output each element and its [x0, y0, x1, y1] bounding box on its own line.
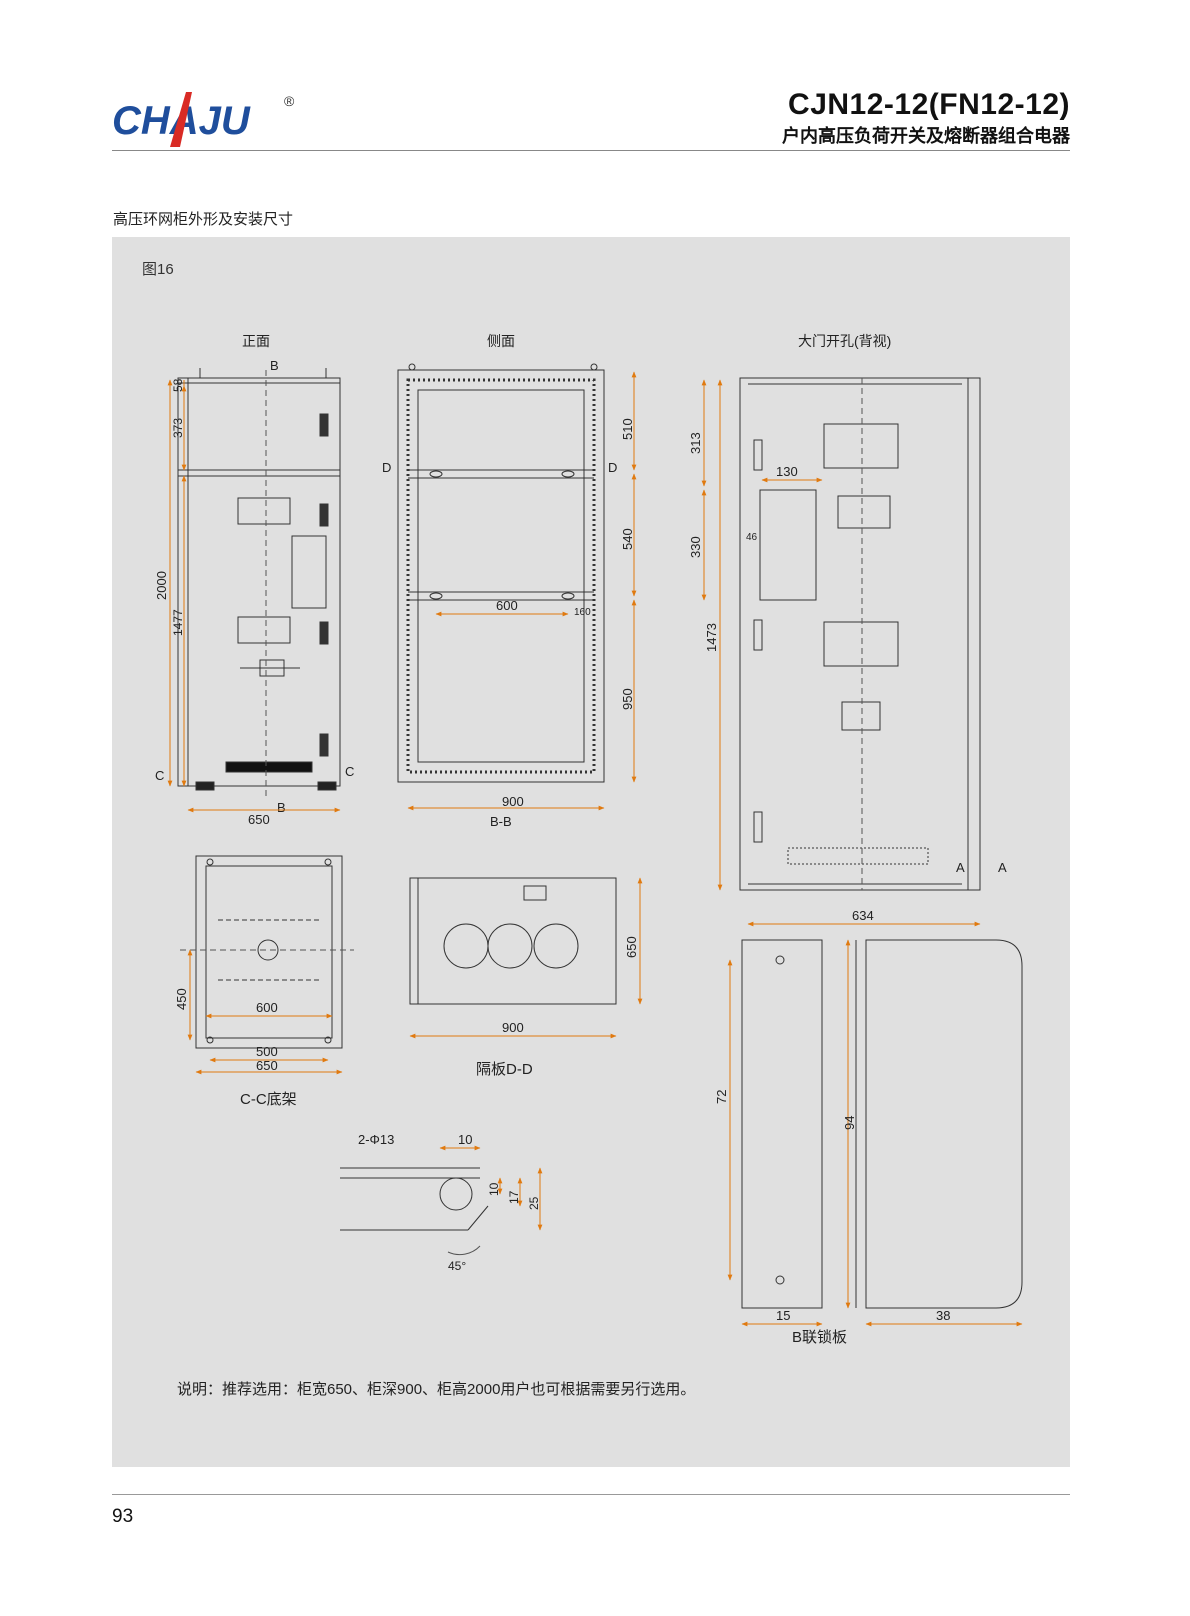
base-500: 500 [256, 1044, 278, 1059]
detail-holes: 2-Φ13 [358, 1132, 394, 1147]
technical-drawing: 正面 B B C C [154, 333, 1023, 1346]
interlock-38: 38 [936, 1308, 950, 1323]
side-160: 160 [574, 607, 591, 618]
front-view-label: 正面 [242, 333, 270, 349]
note-text: 说明：推荐选用：柜宽650、柜深900、柜高2000用户也可根据需要另行选用。 [177, 1381, 696, 1398]
page-number: 93 [112, 1506, 134, 1527]
model-title: CJN12-12(FN12-12) [788, 88, 1070, 121]
section-marker-a-left: A [956, 860, 965, 875]
section-marker-c-left: C [155, 768, 164, 783]
side-540: 540 [620, 528, 635, 550]
interlock-94: 94 [842, 1116, 857, 1130]
interlock-15: 15 [776, 1308, 790, 1323]
interlock-72: 72 [714, 1090, 729, 1104]
detail-10-top: 10 [458, 1132, 472, 1147]
door-313: 313 [688, 432, 703, 454]
partition-900: 900 [502, 1020, 524, 1035]
detail-17: 17 [507, 1190, 521, 1204]
base-view-label: C-C底架 [240, 1091, 297, 1108]
section-marker-a-right: A [998, 860, 1007, 875]
door-1473: 1473 [704, 623, 719, 652]
detail-angle: 45° [448, 1259, 466, 1273]
side-depth-900: 900 [502, 794, 524, 809]
door-634: 634 [852, 908, 874, 923]
side-600: 600 [496, 598, 518, 613]
section-title: 高压环网柜外形及安装尺寸 [113, 211, 294, 228]
section-marker-d-right: D [608, 460, 617, 475]
drawing-panel [112, 237, 1070, 1467]
front-1477: 1477 [171, 609, 185, 636]
side-510: 510 [620, 418, 635, 440]
side-950: 950 [620, 688, 635, 710]
product-title: 户内高压负荷开关及熔断器组合电器 [782, 126, 1070, 146]
front-width-650: 650 [248, 812, 270, 827]
logo-red-slash [170, 92, 192, 147]
front-view [177, 368, 341, 800]
door-330: 330 [688, 536, 703, 558]
registered-mark: ® [284, 93, 295, 109]
door-46: 46 [746, 532, 758, 543]
section-marker-b-top: B [270, 358, 279, 373]
front-top-58: 58 [171, 378, 185, 392]
partition-view-label: 隔板D-D [476, 1060, 533, 1078]
partition-view [409, 877, 617, 1005]
section-marker-c-right: C [345, 764, 354, 779]
base-600: 600 [256, 1000, 278, 1015]
front-height-2000: 2000 [154, 571, 169, 600]
interlock-view-label: B联锁板 [792, 1328, 847, 1346]
footer-rule [112, 1494, 1070, 1495]
figure-label: 图16 [142, 261, 174, 278]
door-view [739, 377, 981, 891]
side-view-label: 侧面 [487, 333, 515, 349]
detail-10-side: 10 [487, 1182, 501, 1196]
section-bb-label: B-B [490, 814, 512, 829]
base-450: 450 [174, 988, 189, 1010]
section-marker-d-left: D [382, 460, 391, 475]
detail-25: 25 [527, 1196, 541, 1210]
door-view-label: 大门开孔(背视) [798, 333, 891, 349]
base-view [180, 855, 354, 1049]
interlock-view [741, 939, 1023, 1309]
partition-650: 650 [624, 936, 639, 958]
side-view [397, 363, 605, 783]
section-marker-b-bottom: B [277, 800, 286, 815]
hole-detail [340, 1167, 489, 1256]
base-650: 650 [256, 1058, 278, 1073]
door-130: 130 [776, 464, 798, 479]
chaju-logo: CHAJU ® [112, 92, 295, 147]
header-rule [112, 150, 1070, 151]
front-373: 373 [171, 418, 185, 438]
